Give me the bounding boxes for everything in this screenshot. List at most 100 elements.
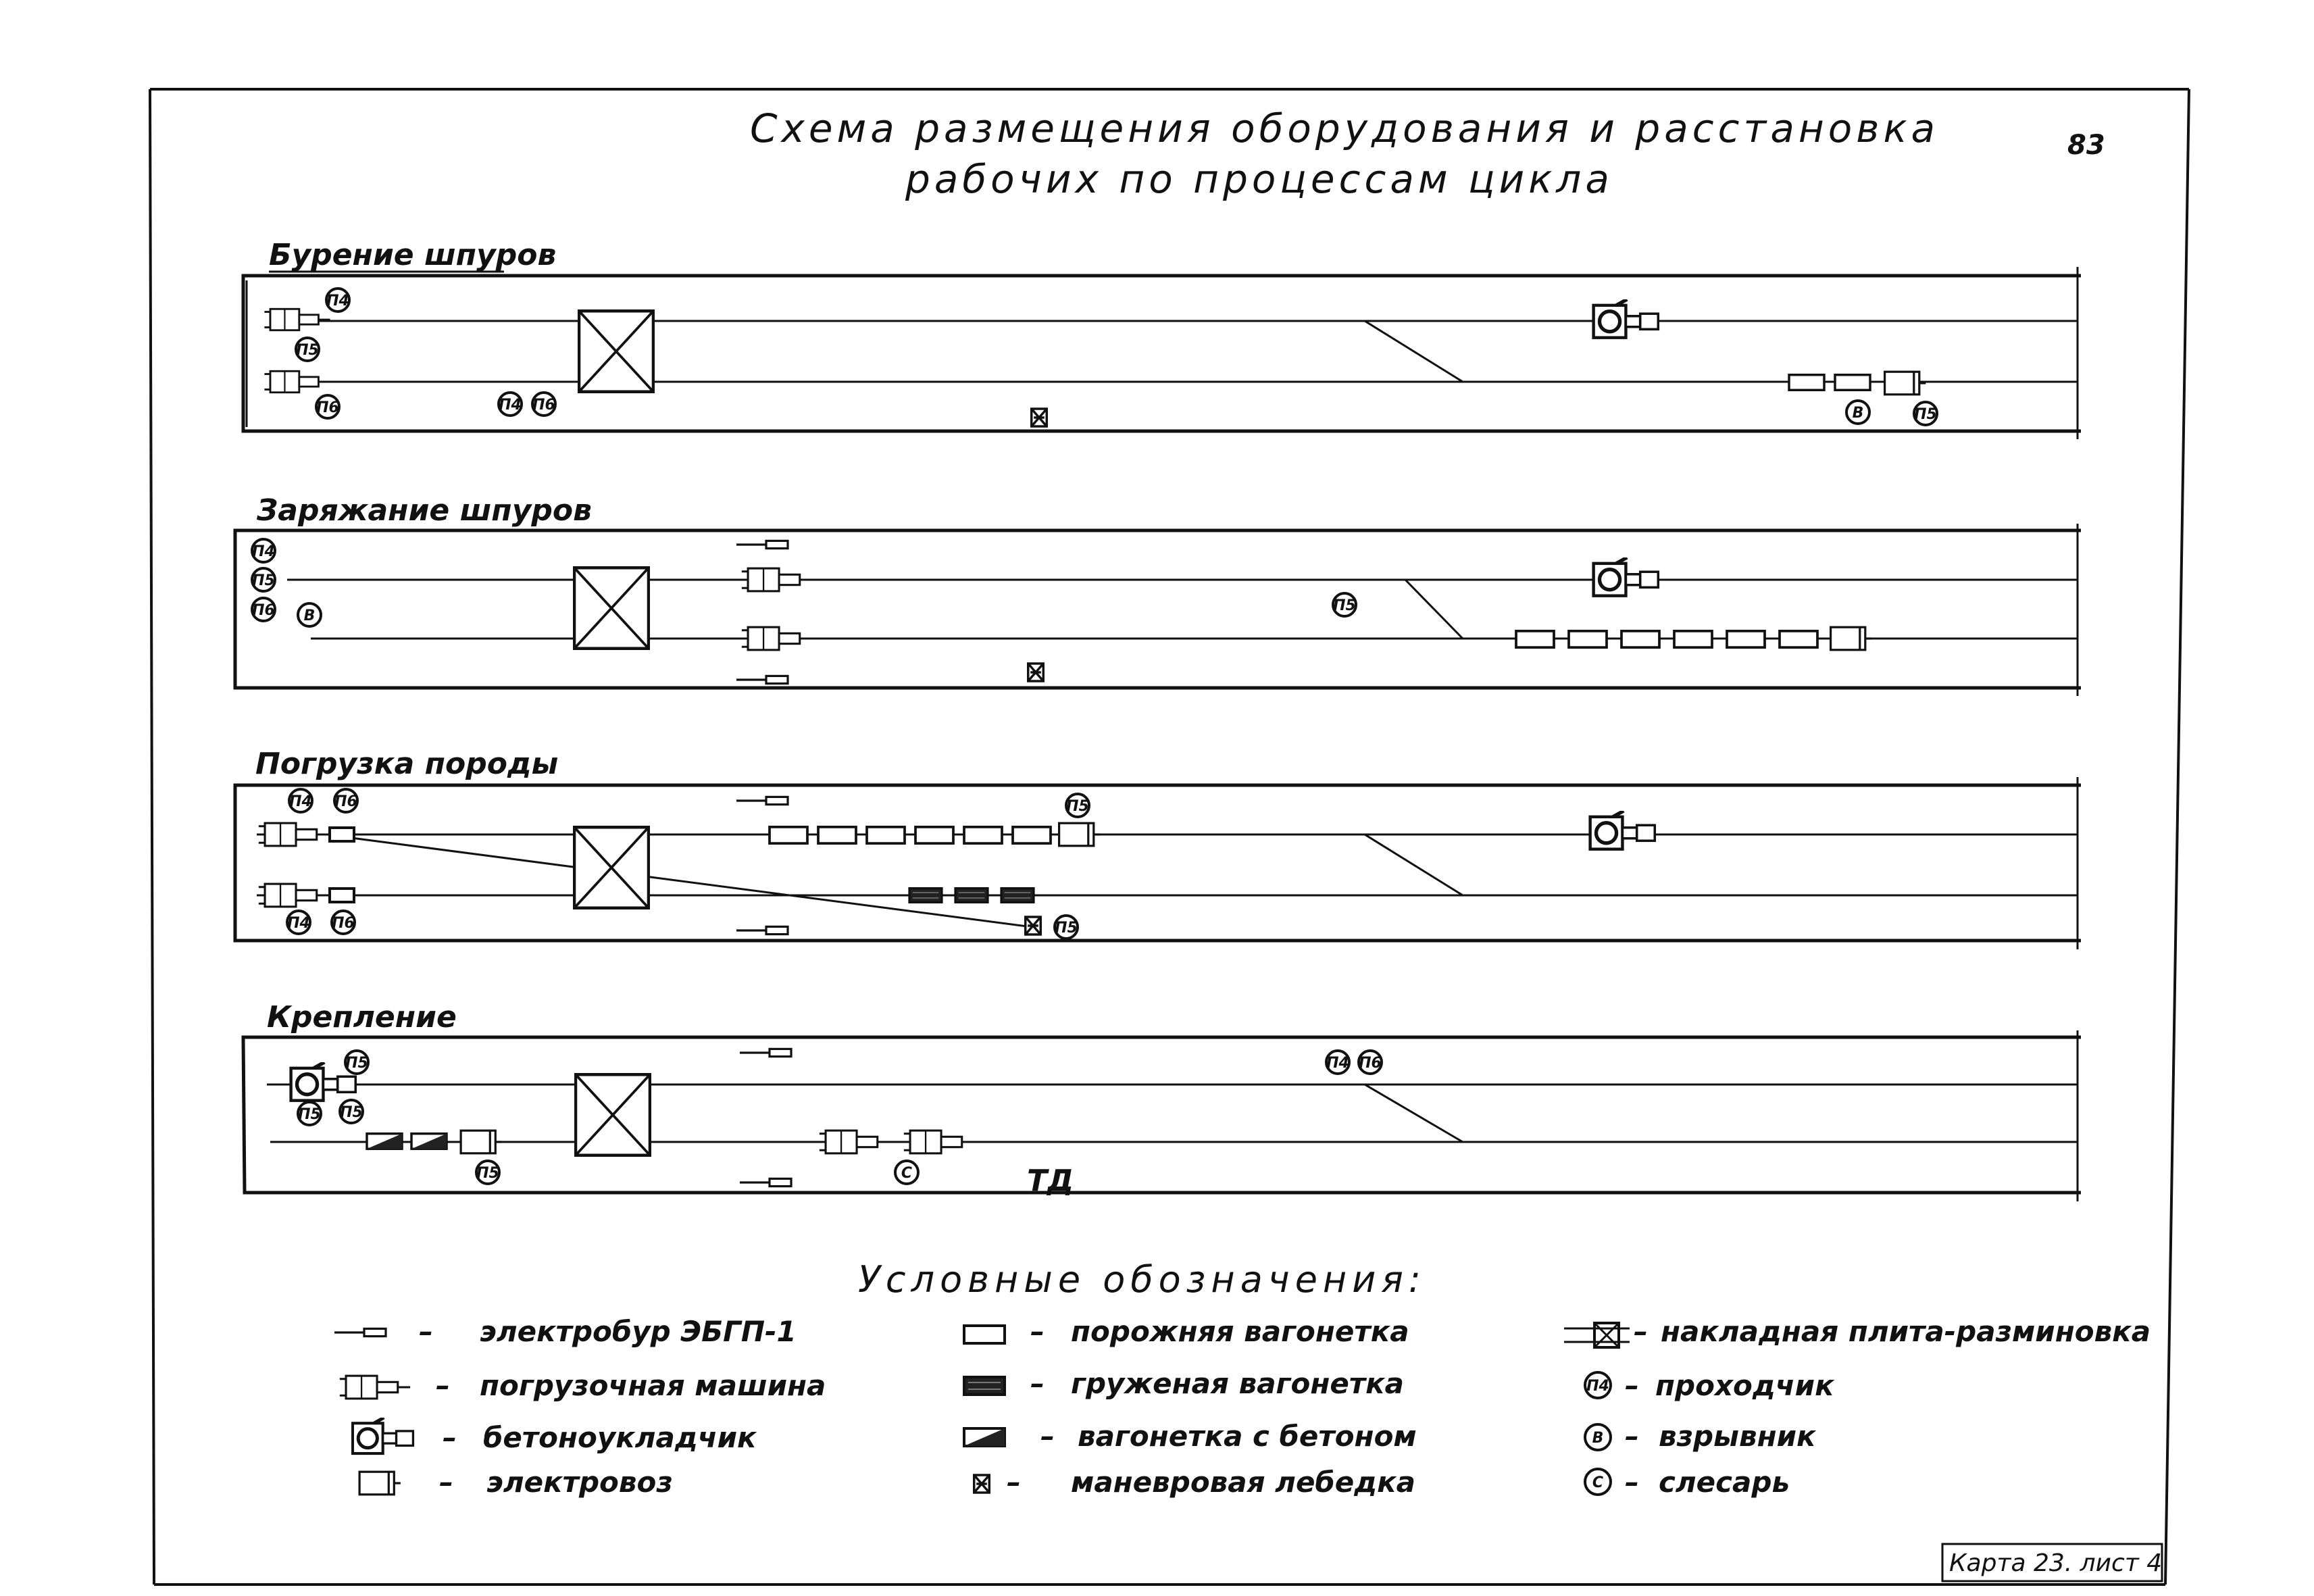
svg-text:П4: П4 xyxy=(1586,1378,1609,1395)
legend-label-miner: проходчик xyxy=(1655,1369,1835,1402)
legend-dash: – xyxy=(419,1315,433,1348)
svg-text:П4: П4 xyxy=(326,293,349,309)
legend-label-concrete-car: вагонетка с бетоном xyxy=(1078,1420,1417,1453)
section-loading: Погрузка породы П4 П6 П5 П4 П6 П5 xyxy=(233,747,2081,949)
fitter-icon: С xyxy=(1584,1468,1612,1496)
section-title-support: Крепление xyxy=(267,1000,457,1034)
drill-icon xyxy=(333,1327,387,1338)
svg-text:П5: П5 xyxy=(476,1165,499,1182)
worker-miner-icon: П5 xyxy=(1332,592,1357,618)
title-line-1: Схема размещения оборудования и расстано… xyxy=(750,105,1939,151)
svg-text:П5: П5 xyxy=(1333,597,1356,614)
worker-miner-icon: П6 xyxy=(315,394,341,420)
worker-miner-icon: П4 xyxy=(325,287,351,313)
worker-miner-icon: П4 xyxy=(251,538,276,564)
worker-miner-icon: П5 xyxy=(1053,914,1079,940)
legend-label-loader: погрузочная машина xyxy=(480,1369,826,1402)
legend-label-placer: бетоноукладчик xyxy=(483,1421,757,1454)
legend-label-turnplate: накладная плита-разминовка xyxy=(1661,1315,2150,1348)
section-title-loading: Погрузка породы xyxy=(255,747,558,781)
svg-text:В: В xyxy=(1592,1430,1604,1447)
legend-dash: – xyxy=(443,1421,457,1454)
legend-heading: Условные обозначения: xyxy=(858,1258,1426,1301)
title-line-2: рабочих по процессам цикла xyxy=(905,156,1613,202)
worker-miner-icon: П6 xyxy=(333,788,359,814)
blaster-icon: В xyxy=(1584,1423,1612,1451)
worker-miner-icon: П5 xyxy=(344,1049,370,1075)
section-title-charging: Заряжание шпуров xyxy=(256,493,592,528)
svg-text:П6: П6 xyxy=(334,793,357,810)
worker-miner-icon: П5 xyxy=(475,1159,501,1185)
worker-fitter-icon: С xyxy=(894,1159,920,1185)
worker-miner-icon: П6 xyxy=(251,597,276,622)
worker-miner-icon: П5 xyxy=(338,1099,364,1124)
locomotive-icon xyxy=(358,1470,402,1496)
worker-miner-icon: П5 xyxy=(1913,401,1938,426)
legend-dash: – xyxy=(1007,1466,1021,1499)
legend-label-winch: маневровая лебедка xyxy=(1071,1466,1415,1499)
miner-icon: П4 xyxy=(1584,1371,1612,1399)
legend-dash: – xyxy=(1634,1315,1648,1348)
worker-miner-icon: П5 xyxy=(1065,793,1090,818)
legend-dash: – xyxy=(1625,1369,1639,1402)
svg-text:П6: П6 xyxy=(532,397,555,414)
sheet-reference: Карта 23. лист 4 xyxy=(1941,1543,2163,1582)
svg-text:В: В xyxy=(1853,405,1864,422)
svg-text:П6: П6 xyxy=(332,915,355,932)
svg-text:С: С xyxy=(1592,1474,1603,1491)
concrete-car-icon xyxy=(963,1427,1006,1447)
legend-dash: – xyxy=(436,1369,450,1402)
svg-text:П5: П5 xyxy=(1914,406,1937,423)
winch-icon xyxy=(973,1474,990,1494)
legend-dash: – xyxy=(1625,1466,1639,1499)
legend: Условные обозначения: – электробур ЭБГП-… xyxy=(333,1258,2150,1499)
svg-text:П4: П4 xyxy=(287,915,310,932)
worker-miner-icon: П4 xyxy=(286,909,311,935)
winch-mark: ТД xyxy=(1027,1164,1074,1198)
legend-label-fitter: слесарь xyxy=(1659,1466,1790,1499)
svg-text:П5: П5 xyxy=(296,342,319,359)
svg-text:П6: П6 xyxy=(1359,1055,1382,1072)
legend-label-loaded-car: груженая вагонетка xyxy=(1071,1367,1404,1400)
worker-miner-icon: П4 xyxy=(1325,1049,1351,1075)
svg-text:П5: П5 xyxy=(298,1106,321,1123)
worker-miner-icon: П4 xyxy=(288,788,313,814)
worker-miner-icon: П4 xyxy=(497,391,523,417)
sheet-ref-label: Карта 23. лист 4 xyxy=(1949,1549,2162,1577)
svg-text:П5: П5 xyxy=(252,572,275,589)
svg-text:П5: П5 xyxy=(345,1055,368,1072)
svg-text:П5: П5 xyxy=(1055,920,1078,937)
loader-icon xyxy=(338,1374,411,1400)
legend-dash: – xyxy=(1625,1420,1639,1453)
section-title-drilling: Бурение шпуров xyxy=(269,238,556,272)
empty-car-icon xyxy=(963,1324,1006,1345)
loaded-car-icon xyxy=(963,1376,1006,1396)
legend-label-blaster: взрывник xyxy=(1659,1420,1817,1453)
section-support: Крепление ТД П5 П5 П5 П5 С П4 П6 xyxy=(241,1000,2081,1201)
section-charging: Заряжание шпуров П4 П5 П6 В П5 xyxy=(233,493,2081,696)
svg-text:П4: П4 xyxy=(1326,1055,1349,1072)
legend-dash: – xyxy=(1030,1315,1045,1348)
svg-text:В: В xyxy=(304,607,316,624)
worker-miner-icon: П5 xyxy=(251,567,276,593)
svg-text:П4: П4 xyxy=(252,543,275,560)
svg-text:П6: П6 xyxy=(316,399,339,416)
legend-label-locomotive: электровоз xyxy=(486,1466,673,1499)
worker-miner-icon: П5 xyxy=(297,1101,322,1126)
legend-dash: – xyxy=(439,1466,453,1499)
worker-miner-icon: П6 xyxy=(531,391,557,417)
worker-blaster-icon: В xyxy=(297,602,322,628)
legend-label-empty-car: порожняя вагонетка xyxy=(1071,1315,1409,1348)
worker-miner-icon: П6 xyxy=(1357,1049,1383,1075)
svg-text:П5: П5 xyxy=(1066,798,1089,815)
svg-text:С: С xyxy=(901,1165,912,1182)
worker-miner-icon: П6 xyxy=(330,909,356,935)
svg-text:П4: П4 xyxy=(289,793,312,810)
section-drilling: Бурение шпуров П4 П5 П6 П4 П6 В П5 xyxy=(241,238,2081,439)
svg-text:П4: П4 xyxy=(499,397,522,414)
legend-dash: – xyxy=(1030,1367,1045,1400)
svg-text:П6: П6 xyxy=(252,602,275,619)
concrete-placer-icon xyxy=(353,1418,413,1453)
turnplate-icon xyxy=(1564,1322,1630,1349)
